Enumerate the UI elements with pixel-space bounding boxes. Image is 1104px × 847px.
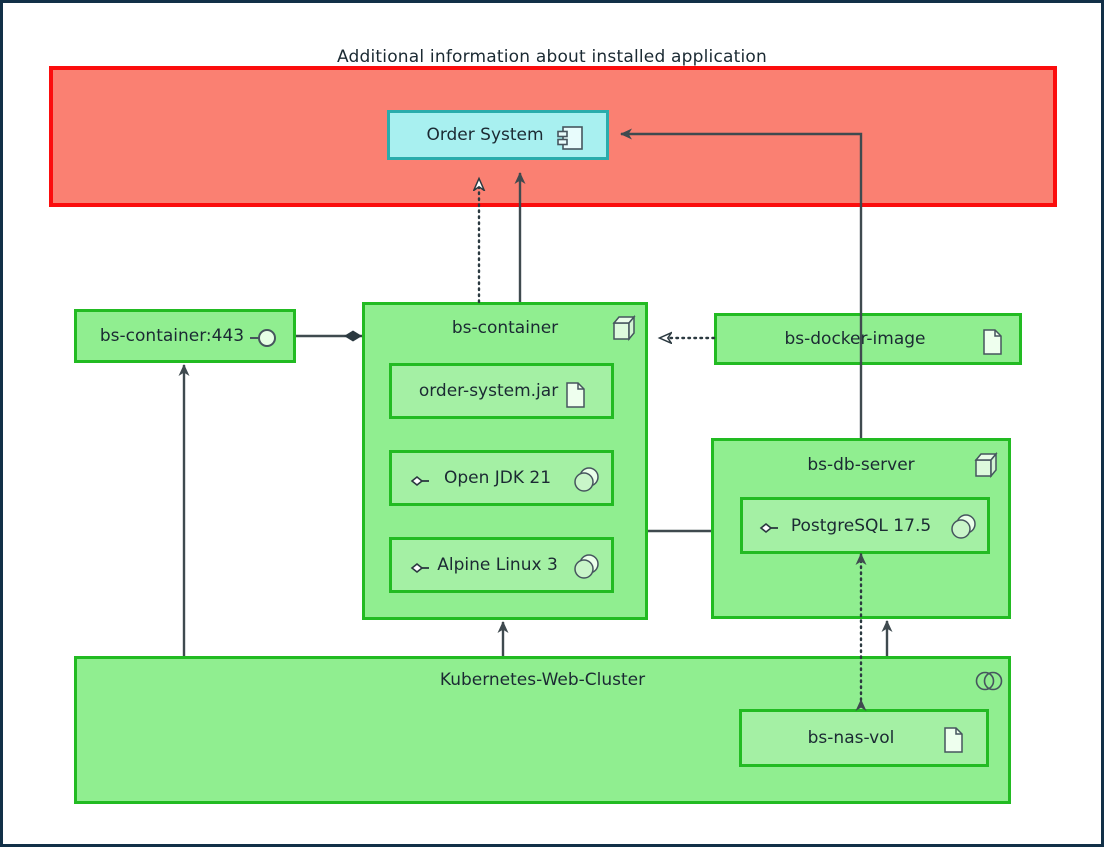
diamond-bullet-icon <box>759 522 778 534</box>
diagram-title: Additional information about installed a… <box>336 47 768 67</box>
postgresql-environment[interactable]: PostgreSQL 17.5 <box>740 497 990 554</box>
component-icon <box>557 126 583 150</box>
bs-nas-vol-artifact[interactable]: bs-nas-vol <box>739 709 989 767</box>
diamond-bullet-icon <box>410 562 429 574</box>
bs-container-port-node[interactable]: bs-container:443 <box>74 309 296 363</box>
execution-environment-icon <box>574 467 599 492</box>
execution-environment-icon <box>951 514 976 539</box>
node-cube-icon <box>974 451 998 479</box>
artifact-document-icon <box>983 329 1002 355</box>
alpine-linux-environment[interactable]: Alpine Linux 3 <box>389 537 614 593</box>
bs-db-server-label: bs-db-server <box>807 455 915 475</box>
bs-docker-image-label: bs-docker-image <box>784 329 926 349</box>
diamond-bullet-icon <box>410 475 429 487</box>
bs-docker-image-artifact[interactable]: bs-docker-image <box>714 313 1022 365</box>
bs-container-label: bs-container <box>451 318 559 338</box>
kubernetes-cluster-node[interactable]: Kubernetes-Web-Cluster bs-nas-vol <box>74 656 1011 804</box>
node-cube-icon <box>612 314 636 342</box>
cluster-circles-icon <box>975 671 1003 691</box>
provided-interface-lollipop-icon <box>250 329 276 347</box>
execution-environment-icon <box>574 554 599 579</box>
bs-container-node[interactable]: bs-container order-system.jar Open JDK 2… <box>362 302 648 620</box>
artifact-document-icon <box>566 382 585 408</box>
order-system-component[interactable]: Order System <box>387 110 609 160</box>
order-system-jar-artifact[interactable]: order-system.jar <box>389 363 614 419</box>
bs-db-server-node[interactable]: bs-db-server PostgreSQL 17.5 <box>711 438 1011 619</box>
kubernetes-cluster-label: Kubernetes-Web-Cluster <box>439 670 646 690</box>
artifact-document-icon <box>944 727 963 753</box>
open-jdk-environment[interactable]: Open JDK 21 <box>389 450 614 506</box>
